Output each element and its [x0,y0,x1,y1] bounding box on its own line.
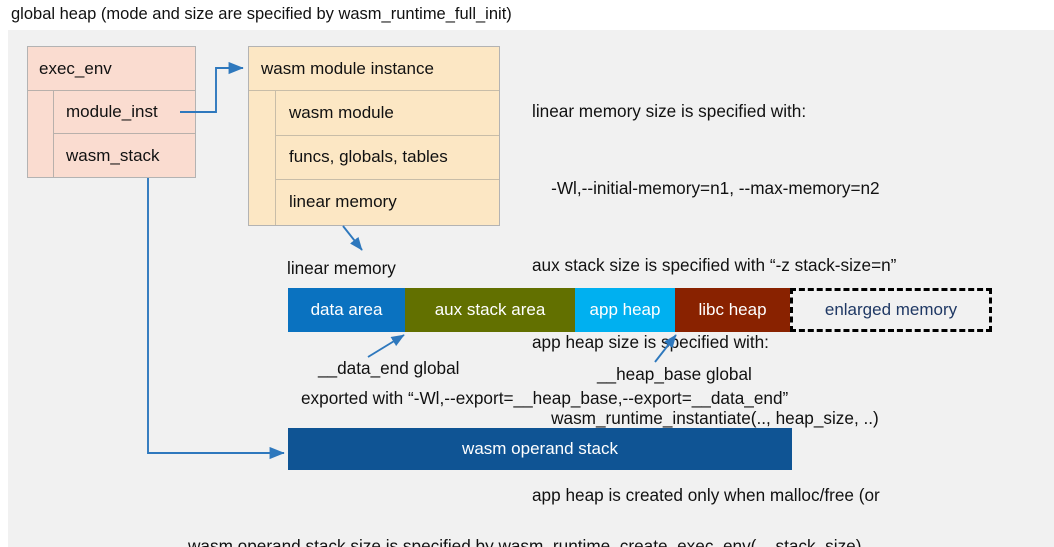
memory-segment-label: app heap [589,300,661,319]
note-line: -Wl,--initial-memory=n1, --max-memory=n2 [532,177,880,198]
note-line: wasm_runtime_instantiate(.., heap_size, … [532,408,879,429]
memory-segment-label: libc heap [698,300,767,319]
annotation-heap-base: __heap_base global [597,364,752,384]
module-instance-field-wasm-module: wasm module [275,91,499,136]
operand-stack-notes: wasm operand stack size is specified by … [188,481,861,547]
linear-memory-label: linear memory [287,258,396,278]
page-title: global heap (mode and size are specified… [11,5,512,23]
wasm-operand-stack-label: wasm operand stack [462,439,618,458]
memory-segment-data-area: data area [288,288,405,332]
wasm-operand-stack-box: wasm operand stack [288,428,792,470]
annotation-exported-flags: exported with “-Wl,--export=__heap_base,… [301,388,789,408]
annotation-data-end: __data_end global [318,358,460,378]
module-instance-field-linear-memory: linear memory [275,180,499,225]
memory-segment-label: enlarged memory [824,300,958,319]
memory-segment-app-heap: app heap [575,288,675,332]
memory-segment-enlarged-memory: enlarged memory [790,288,992,332]
module-instance-field-funcs-globals-tables: funcs, globals, tables [275,135,499,181]
note-line: wasm operand stack size is specified by … [188,536,862,547]
memory-segment-libc-heap: libc heap [675,288,790,332]
memory-segment-label: data area [310,300,383,319]
linear-memory-notes: linear memory size is specified with: -W… [532,48,896,547]
linear-memory-bar: data area aux stack area app heap libc h… [288,288,992,332]
note-line: aux stack size is specified with “-z sta… [532,254,897,275]
exec-env-header: exec_env [28,47,195,91]
module-instance-header: wasm module instance [249,47,499,91]
note-line: app heap is created only when malloc/fre… [532,485,880,506]
memory-segment-aux-stack-area: aux stack area [405,288,575,332]
note-line: app heap size is specified with: [532,331,769,352]
wasm-module-instance-box: wasm module instance wasm module funcs, … [248,46,500,226]
exec-env-field-wasm-stack: wasm_stack [53,134,195,177]
memory-segment-label: aux stack area [434,300,546,319]
exec-env-box: exec_env module_inst wasm_stack [27,46,196,178]
exec-env-field-module-inst: module_inst [53,91,195,134]
note-line: linear memory size is specified with: [532,101,807,122]
